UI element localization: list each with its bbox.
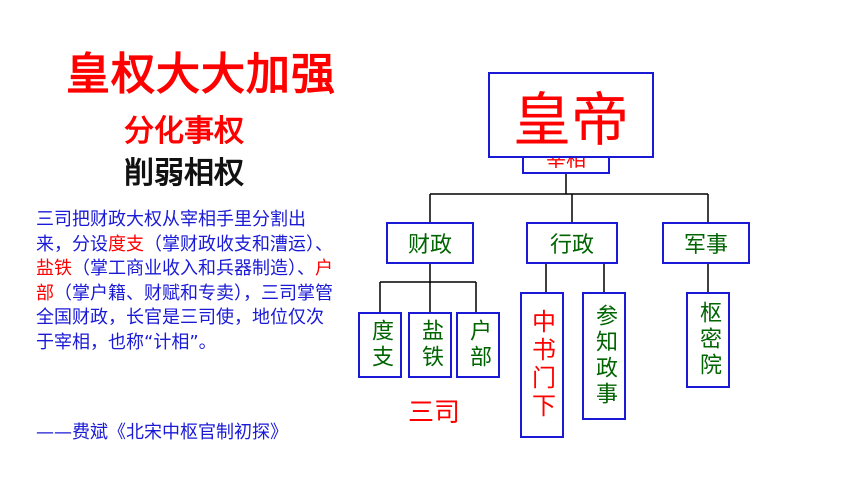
desc-part-1: 三司把财政大权从宰相手里分割出来，分设	[36, 209, 306, 255]
desc-part-2: （掌财政收支和漕运）、	[144, 233, 333, 255]
desc-part-3: （掌工商业收入和兵器制造）、	[72, 258, 315, 279]
node-emperor: 皇帝	[488, 72, 654, 158]
node-emperor-label: 皇帝	[512, 86, 629, 154]
desc-part-4: （掌户籍、财赋和专卖），三司掌管全国财政，长官是三司使，地位仅次于宰相，也称“计…	[36, 282, 333, 353]
node-yantie: 盐铁	[408, 312, 452, 378]
subtitle-divide-power: 分化事权	[124, 114, 244, 149]
node-zhongshu-label: 中书门下	[527, 309, 556, 421]
label-sansi: 三司	[408, 398, 461, 428]
subtitle-weaken-chancellor: 削弱相权	[124, 156, 244, 191]
node-yantie-label: 盐铁	[418, 319, 443, 371]
node-administration-label: 行政	[549, 233, 594, 258]
node-duzhi-label: 度支	[368, 319, 393, 371]
node-shumiyuan-label: 枢密院	[696, 301, 721, 379]
node-canzhi-label: 参知政事	[592, 304, 617, 408]
citation-source: ——费斌《北宋中枢官制初探》	[36, 422, 288, 443]
node-military-label: 军事	[683, 233, 728, 258]
desc-yantie: 盐铁	[36, 258, 72, 279]
node-zhongshu-menxia: 中书门下	[520, 292, 564, 438]
description-text: 三司把财政大权从宰相手里分割出来，分设度支（掌财政收支和漕运）、盐铁（掌工商业收…	[36, 208, 336, 355]
node-duzhi: 度支	[358, 312, 402, 378]
node-hubu: 户部	[456, 312, 500, 378]
node-military: 军事	[662, 222, 750, 264]
node-canzhi-zhengshi: 参知政事	[582, 292, 626, 420]
node-shumiyuan: 枢密院	[686, 292, 730, 388]
node-finance-label: 财政	[407, 233, 452, 258]
node-hubu-label: 户部	[466, 319, 491, 371]
main-title: 皇权大大加强	[66, 49, 336, 100]
desc-hubu: 户部	[36, 258, 333, 304]
node-administration: 行政	[526, 222, 618, 264]
node-finance: 财政	[386, 222, 474, 264]
desc-duzhi: 度支	[108, 233, 144, 255]
